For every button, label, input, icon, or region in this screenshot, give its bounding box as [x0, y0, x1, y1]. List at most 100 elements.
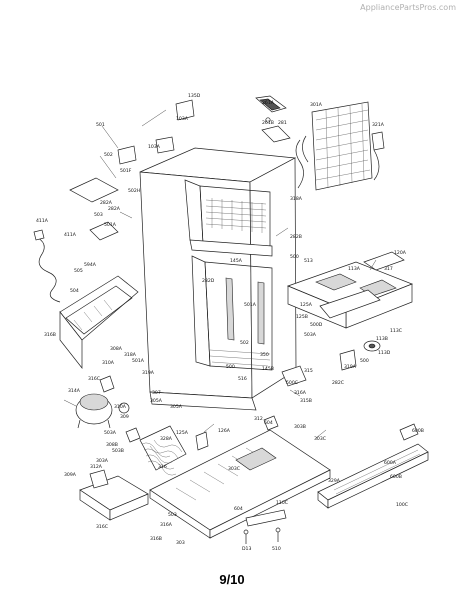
part-label: 307: [152, 390, 161, 396]
part-label: 316C: [96, 524, 108, 530]
fan-duct-assembly: [287, 251, 413, 329]
part-label: D13: [242, 546, 251, 552]
part-label: 604: [264, 420, 273, 426]
part-label: 503: [94, 212, 103, 218]
part-label: 501A: [132, 358, 145, 364]
part-label: 303A: [96, 458, 109, 464]
part-label: 350: [260, 352, 269, 358]
part-label: 120A: [394, 250, 407, 256]
part-label: 600B: [390, 474, 402, 480]
condenser-coil: [125, 425, 187, 476]
part-label: 301A: [310, 102, 323, 108]
part-label: 502: [240, 340, 249, 346]
part-label: 113C: [390, 328, 402, 334]
part-label: 125A: [176, 430, 189, 436]
part-label: 145B: [262, 366, 274, 372]
part-label: 316A: [160, 522, 173, 528]
part-label: 261B: [262, 120, 274, 126]
part-label: 329A: [328, 478, 341, 484]
part-label: 500: [226, 364, 235, 370]
power-cord: [33, 229, 61, 303]
compressor: [63, 375, 130, 429]
part-label: 308B: [106, 442, 118, 448]
part-label: 126A: [218, 428, 231, 434]
part-label: 305A: [170, 404, 183, 410]
part-label: 282D: [202, 278, 215, 284]
part-label: 316C: [88, 376, 100, 382]
base-grille: [317, 423, 429, 509]
part-label: 282B: [290, 234, 302, 240]
part-label: 503: [168, 512, 177, 518]
part-label: 282C: [332, 380, 344, 386]
part-label: 309A: [64, 472, 77, 478]
part-label: 500: [290, 254, 299, 260]
part-label: 503A: [304, 332, 317, 338]
page-number: 9/10: [219, 572, 245, 587]
part-label: 303C: [314, 436, 326, 442]
part-label: 303: [176, 540, 185, 546]
part-label: 103A: [148, 144, 161, 150]
part-label: 500C: [286, 380, 298, 386]
part-label: 310A: [114, 404, 127, 410]
part-label: 261A: [262, 100, 275, 106]
part-label: 500: [360, 358, 369, 364]
part-label: 321A: [372, 122, 385, 128]
part-label: 319A: [344, 364, 357, 370]
part-label: 500D: [310, 322, 323, 328]
part-label: 125B: [296, 314, 308, 320]
part-label: 135D: [188, 93, 201, 99]
part-label: 309: [120, 414, 129, 420]
fan-motor: [263, 340, 381, 431]
part-label: 319A: [142, 370, 155, 376]
part-label: 316A: [294, 390, 307, 396]
part-label: 113A: [348, 266, 361, 272]
part-label: 411A: [36, 218, 49, 224]
part-label: 315: [304, 368, 313, 374]
top-cover-parts: [69, 99, 195, 241]
part-label: 510: [272, 546, 281, 552]
part-label: 308A: [110, 346, 123, 352]
leader-lines: [99, 125, 377, 439]
bottom-fasteners: [243, 509, 287, 544]
part-label: 316B: [44, 332, 56, 338]
part-label: 100C: [396, 502, 408, 508]
part-label: 103A: [176, 116, 189, 122]
part-label: 513: [304, 258, 313, 264]
part-label: 281: [278, 120, 287, 126]
part-label: 604: [234, 506, 243, 512]
part-label: 316B: [150, 536, 162, 542]
part-label: 516: [238, 376, 247, 382]
part-label: 318A: [124, 352, 137, 358]
part-label: 502H: [128, 188, 140, 194]
part-label: 600A: [384, 460, 397, 466]
refrigerator-cabinet: [139, 147, 297, 411]
part-label: 316: [158, 464, 167, 470]
part-label: 318A: [290, 196, 303, 202]
part-label: 310A: [102, 360, 115, 366]
part-label: 110C: [276, 500, 288, 506]
part-label: 312A: [90, 464, 103, 470]
drain-pan: [79, 469, 149, 521]
part-label: 501A: [244, 302, 257, 308]
part-label: 315B: [300, 398, 312, 404]
part-label: 282A: [108, 206, 121, 212]
top-hinge: [255, 95, 291, 143]
part-label: 312: [254, 416, 263, 422]
part-label: 303C: [228, 466, 240, 472]
part-label: 113D: [378, 350, 391, 356]
part-label: 503B: [112, 448, 124, 454]
part-label: 303B: [294, 424, 306, 430]
base-plate: [149, 429, 331, 539]
part-label: 504: [70, 288, 79, 294]
part-label: 314A: [68, 388, 81, 394]
part-label: 600B: [412, 428, 424, 434]
part-label: 503A: [104, 430, 117, 436]
part-label: 501A: [104, 222, 117, 228]
evaporator-assembly: [295, 101, 385, 191]
part-label: 505: [74, 268, 83, 274]
part-label: 594A: [84, 262, 97, 268]
watermark: AppliancePartsPros.com: [360, 3, 456, 12]
part-label: 501F: [120, 168, 132, 174]
